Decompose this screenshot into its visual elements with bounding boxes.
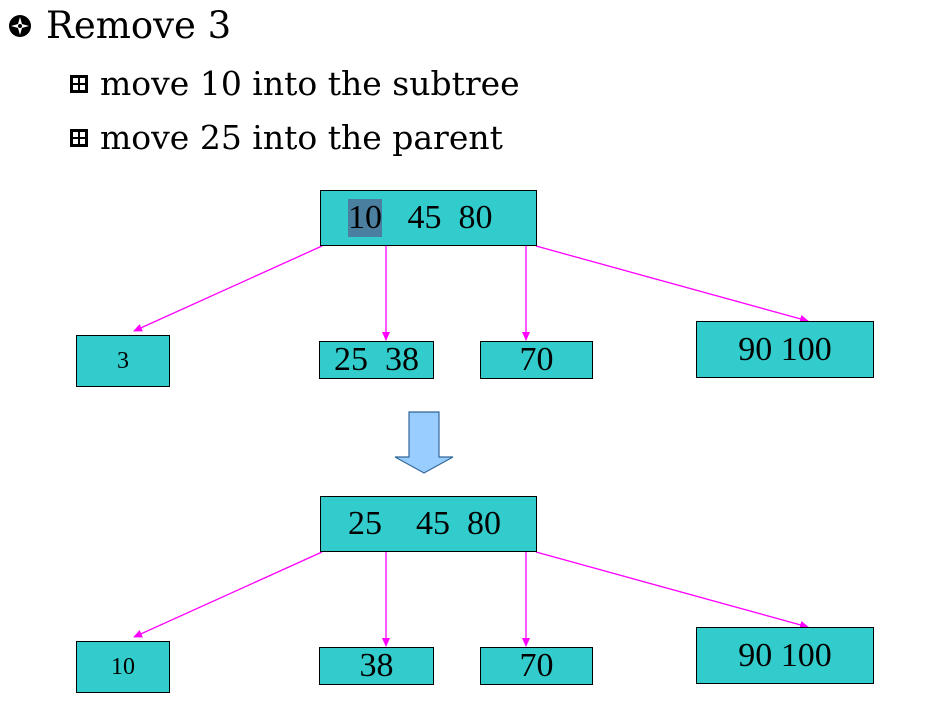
child-node-after-1: 10 <box>76 641 170 693</box>
square-bullet-icon <box>70 75 88 93</box>
root-keys-rest: 45 80 <box>382 199 493 236</box>
edge-before-4 <box>535 245 809 323</box>
slide-title: Remove 3 <box>46 4 232 47</box>
slide-heading: Remove 3 <box>8 4 231 48</box>
sub-bullet-2: move 25 into the parent <box>70 118 503 158</box>
child-node-before-3: 70 <box>480 341 593 379</box>
child-node-after-3: 70 <box>480 647 593 685</box>
sub-bullet-text: move 10 into the subtree <box>100 64 520 103</box>
root-node-before: 10 45 80 <box>320 190 537 246</box>
child-node-before-1: 3 <box>76 335 170 387</box>
square-bullet-icon <box>70 129 88 147</box>
cross-circle-bullet-icon <box>9 15 31 37</box>
child-node-before-4: 90 100 <box>696 321 874 378</box>
selected-key: 10 <box>348 199 382 237</box>
sub-bullet-text: move 25 into the parent <box>100 118 503 157</box>
child-node-after-2: 38 <box>319 647 434 685</box>
edge-before-1 <box>133 245 323 332</box>
edge-after-4 <box>535 551 809 629</box>
sub-bullet-1: move 10 into the subtree <box>70 64 520 104</box>
child-node-before-2: 25 38 <box>319 341 434 379</box>
child-node-after-4: 90 100 <box>696 627 874 684</box>
edge-after-1 <box>133 551 323 638</box>
down-arrow-icon <box>394 411 454 474</box>
root-node-after: 25 45 80 <box>320 496 537 552</box>
